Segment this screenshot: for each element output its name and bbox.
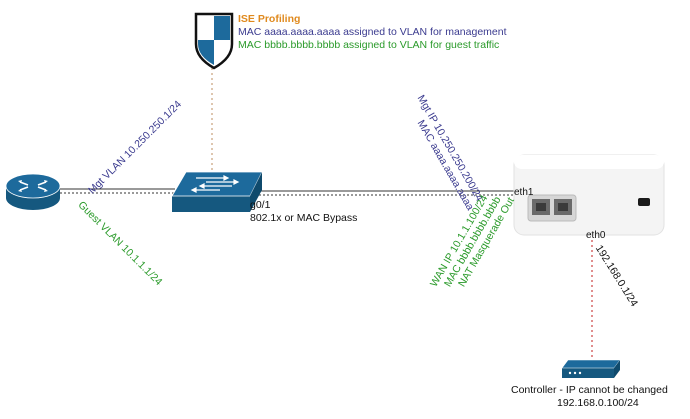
router-icon (5, 173, 61, 210)
travel-router-device (513, 154, 665, 236)
ise-title: ISE Profiling (238, 13, 301, 25)
switch-port-label: g0/1 (250, 199, 271, 211)
controller-ip-label: 192.168.0.100/24 (557, 397, 639, 409)
controller-icon (561, 359, 621, 378)
ise-mgmt-line: MAC aaaa.aaaa.aaaa assigned to VLAN for … (238, 26, 507, 38)
ise-shield-icon (194, 12, 234, 70)
switch-auth-label: 802.1x or MAC Bypass (250, 212, 358, 224)
controller-label: Controller - IP cannot be changed (511, 384, 668, 396)
switch-icon (171, 171, 263, 212)
eth1-label: eth1 (514, 187, 534, 198)
ise-guest-line: MAC bbbb.bbbb.bbbb assigned to VLAN for … (238, 39, 500, 51)
eth0-label: eth0 (586, 230, 606, 241)
